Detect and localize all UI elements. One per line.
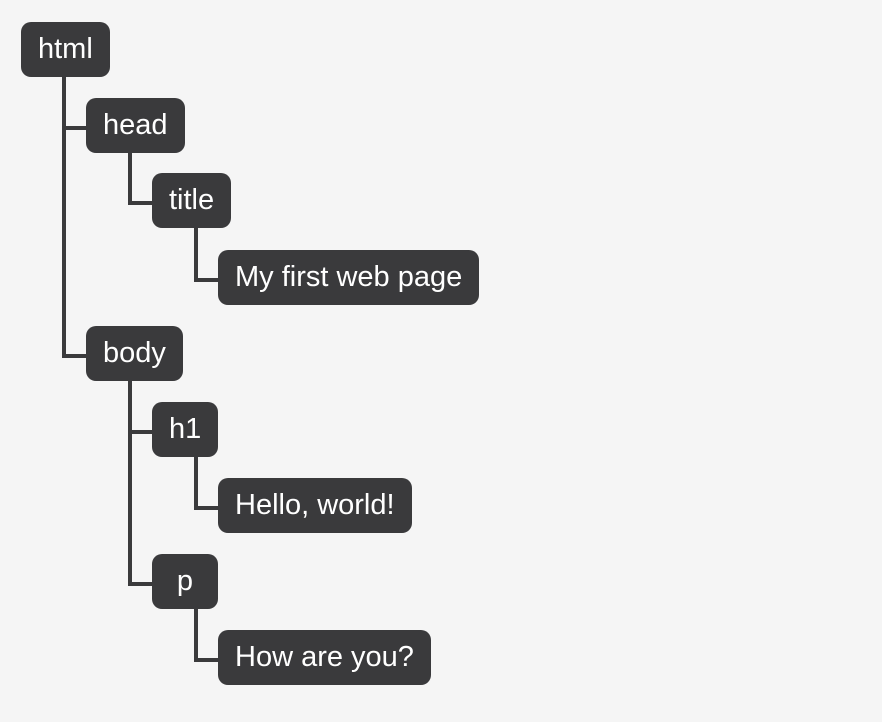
connector-h1-text-stub — [194, 506, 218, 510]
node-text-my-first-web-page: My first web page — [218, 250, 480, 305]
node-html: html — [21, 22, 110, 77]
node-text-how-are-you: How are you? — [218, 630, 431, 685]
connector-body-stub — [62, 354, 86, 358]
connector-h1-vline — [194, 457, 198, 510]
connector-body-vline — [128, 381, 132, 586]
connector-head-stub — [62, 126, 86, 130]
node-title: title — [152, 173, 232, 228]
node-p: p — [152, 554, 218, 609]
connector-p-vline — [194, 609, 198, 662]
node-text-hello-world: Hello, world! — [218, 478, 412, 533]
connector-h1-stub — [128, 430, 152, 434]
connector-head-vline — [128, 153, 132, 205]
connector-title-stub — [128, 201, 152, 205]
connector-p-stub — [128, 582, 152, 586]
node-head: head — [86, 98, 185, 153]
connector-title-text-stub — [194, 278, 218, 282]
node-body: body — [86, 326, 183, 381]
node-h1: h1 — [152, 402, 219, 457]
connector-html-vline — [62, 77, 66, 358]
connector-p-text-stub — [194, 658, 218, 662]
connector-title-vline — [194, 228, 198, 282]
